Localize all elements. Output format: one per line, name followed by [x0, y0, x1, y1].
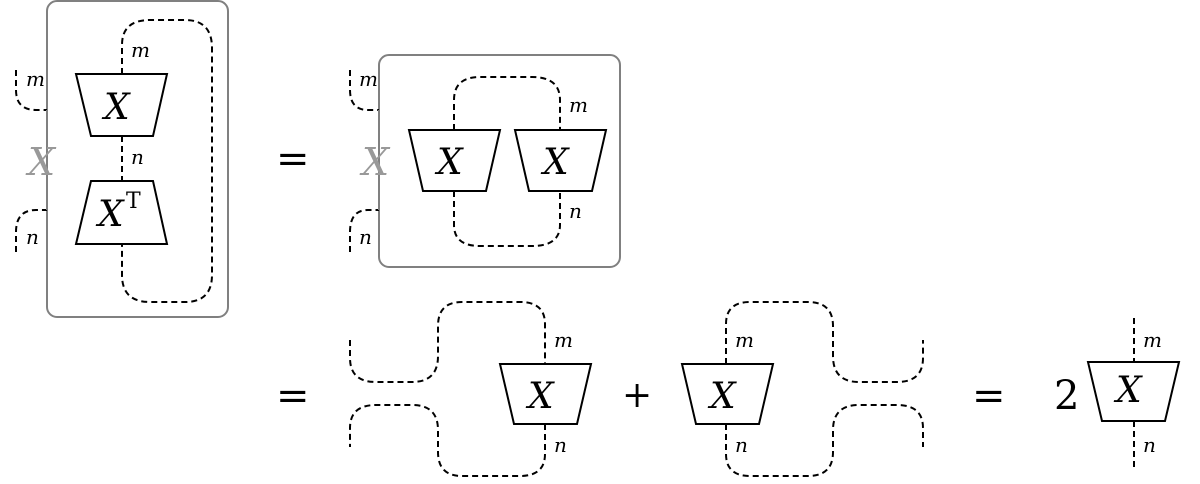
term-4: X m n — [680, 301, 924, 477]
term-4-x-box — [680, 363, 775, 425]
term-1-left-wire-m — [15, 70, 47, 111]
equals-sign-2: = — [276, 373, 310, 419]
term-1-xt-box — [74, 180, 169, 245]
term-2: X X X m n m n — [349, 54, 621, 268]
term-3-x-box — [498, 363, 593, 425]
term-2-x-box-right — [513, 129, 608, 192]
coefficient-two: 2 — [1054, 373, 1079, 419]
term-3-lower-wire — [349, 404, 546, 477]
term-3: X m n — [349, 301, 593, 477]
term-1-frame — [46, 0, 229, 318]
equals-sign-3: = — [972, 373, 1006, 419]
term-1-label-m-inner: m — [131, 38, 150, 62]
term-1-xt-box-label: X — [95, 194, 125, 235]
term-2-x-box-right-label: X — [540, 142, 570, 183]
term-4-lower-wire — [725, 404, 924, 477]
term-3-upper-wire — [349, 301, 546, 383]
term-2-gray-x-label: X — [359, 140, 391, 184]
term-2-x-box-left-label: X — [434, 142, 464, 183]
term-1-gray-x-label: X — [25, 140, 57, 184]
term-1-label-m-outer: m — [26, 67, 45, 91]
term-2-top-wire — [453, 76, 561, 130]
term-1-loop-wire — [121, 19, 213, 303]
term-1-x-box-label: X — [101, 87, 131, 128]
term-5-x-box-label: X — [1113, 370, 1143, 411]
term-1-transpose-label: T — [126, 189, 141, 214]
term-4-label-m: m — [735, 328, 754, 352]
term-4-upper-wire — [725, 301, 924, 383]
plus-sign: + — [622, 375, 652, 416]
term-1-label-n-inner: n — [131, 145, 144, 169]
term-2-label-m-inner: m — [569, 93, 588, 117]
term-3-x-box-label: X — [525, 376, 555, 417]
term-5: 2 X m n — [1054, 318, 1181, 468]
term-2-x-box-left — [407, 129, 502, 192]
term-1-label-n-outer: n — [26, 225, 39, 249]
term-2-bottom-wire — [453, 191, 561, 247]
term-2-label-n-outer: n — [359, 225, 372, 249]
term-3-label-n: n — [554, 433, 567, 457]
equals-sign-1: = — [276, 136, 310, 182]
term-5-x-box — [1086, 361, 1181, 422]
term-1: X X X T m n m n — [15, 0, 229, 318]
term-4-label-n: n — [735, 433, 748, 457]
term-2-frame — [378, 54, 621, 268]
term-2-label-m-outer: m — [359, 67, 378, 91]
term-5-label-n: n — [1143, 433, 1156, 457]
term-5-label-m: m — [1143, 328, 1162, 352]
term-2-left-wire-n — [349, 209, 379, 252]
term-1-left-wire-n — [15, 209, 47, 252]
term-2-left-wire-m — [349, 70, 379, 111]
term-4-x-box-label: X — [707, 376, 737, 417]
term-1-x-box — [74, 73, 169, 137]
term-3-label-m: m — [554, 328, 573, 352]
term-2-label-n-inner: n — [569, 199, 582, 223]
